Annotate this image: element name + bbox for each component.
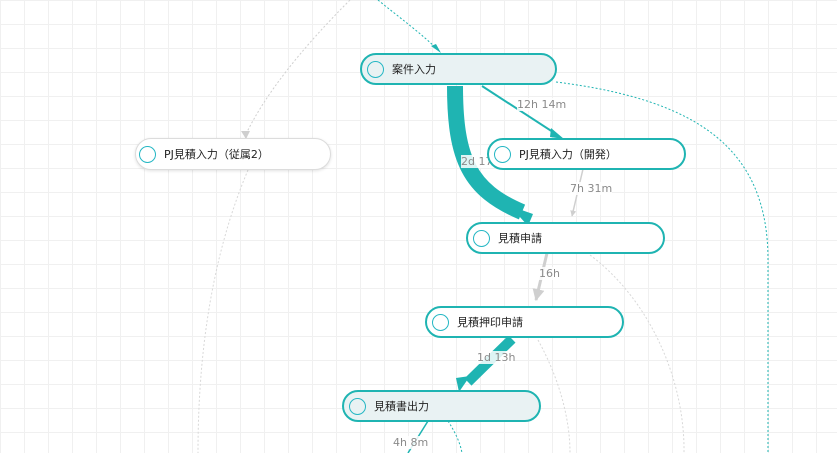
circle-ring-icon	[349, 397, 366, 415]
circle-ring-icon	[494, 145, 511, 163]
node-shutsuryoku[interactable]: 見積書出力	[342, 390, 541, 422]
edge-anken-right-loop[interactable]	[555, 81, 769, 453]
edge-label-anken-to-kaihatsu: 12h 14m	[517, 98, 567, 111]
node-pj-kaihatsu[interactable]: PJ見積入力（開発）	[487, 138, 686, 170]
edge-label-shutsuryoku-out: 4h 8m	[393, 436, 429, 449]
node-pj-kaihatsu-label: PJ見積入力（開発）	[519, 148, 617, 161]
circle-ring-icon	[473, 229, 490, 247]
node-anken-label: 案件入力	[392, 63, 436, 76]
edge-label-shinsei-to-ouin: 16h	[539, 267, 560, 280]
node-shinsei[interactable]: 見積申請	[466, 222, 665, 254]
node-ouin-label: 見積押印申請	[457, 316, 523, 329]
circle-ring-icon	[432, 313, 449, 331]
edge-anken-to-kaihatsu-arrow	[550, 128, 564, 139]
edge-label-anken-to-shinsei: 2d 17	[461, 155, 493, 168]
node-anken[interactable]: 案件入力	[360, 53, 557, 85]
edge-incoming-top[interactable]	[377, 0, 439, 51]
edge-anken-to-shinsei[interactable]	[447, 85, 526, 220]
node-pj-jusoku-label: PJ見積入力（従属2）	[164, 148, 269, 161]
edge-side-down-2[interactable]	[589, 254, 685, 453]
edge-ouin-to-shutsuryoku-arrow	[456, 376, 470, 392]
edge-anken-to-shinsei-arrow	[510, 206, 533, 226]
edge-top-to-pj-jusoku-arrow	[241, 131, 250, 139]
node-shutsuryoku-label: 見積書出力	[374, 400, 429, 413]
edge-top-to-pj-jusoku[interactable]	[245, 0, 351, 135]
node-pj-jusoku[interactable]: PJ見積入力（従属2）	[135, 138, 331, 170]
circle-ring-icon	[139, 145, 156, 163]
edge-shutsuryoku-out-dotted[interactable]	[447, 420, 463, 453]
node-ouin[interactable]: 見積押印申請	[425, 306, 624, 338]
edge-incoming-top-arrow	[431, 44, 441, 53]
edge-label-ouin-to-shutsuryoku: 1d 13h	[477, 351, 516, 364]
edge-side-down-1[interactable]	[537, 339, 571, 453]
circle-ring-icon	[367, 60, 384, 78]
node-shinsei-label: 見積申請	[498, 232, 542, 245]
edge-label-kaihatsu-to-shinsei: 7h 31m	[570, 182, 613, 195]
edge-pj-jusoku-down[interactable]	[197, 169, 249, 453]
